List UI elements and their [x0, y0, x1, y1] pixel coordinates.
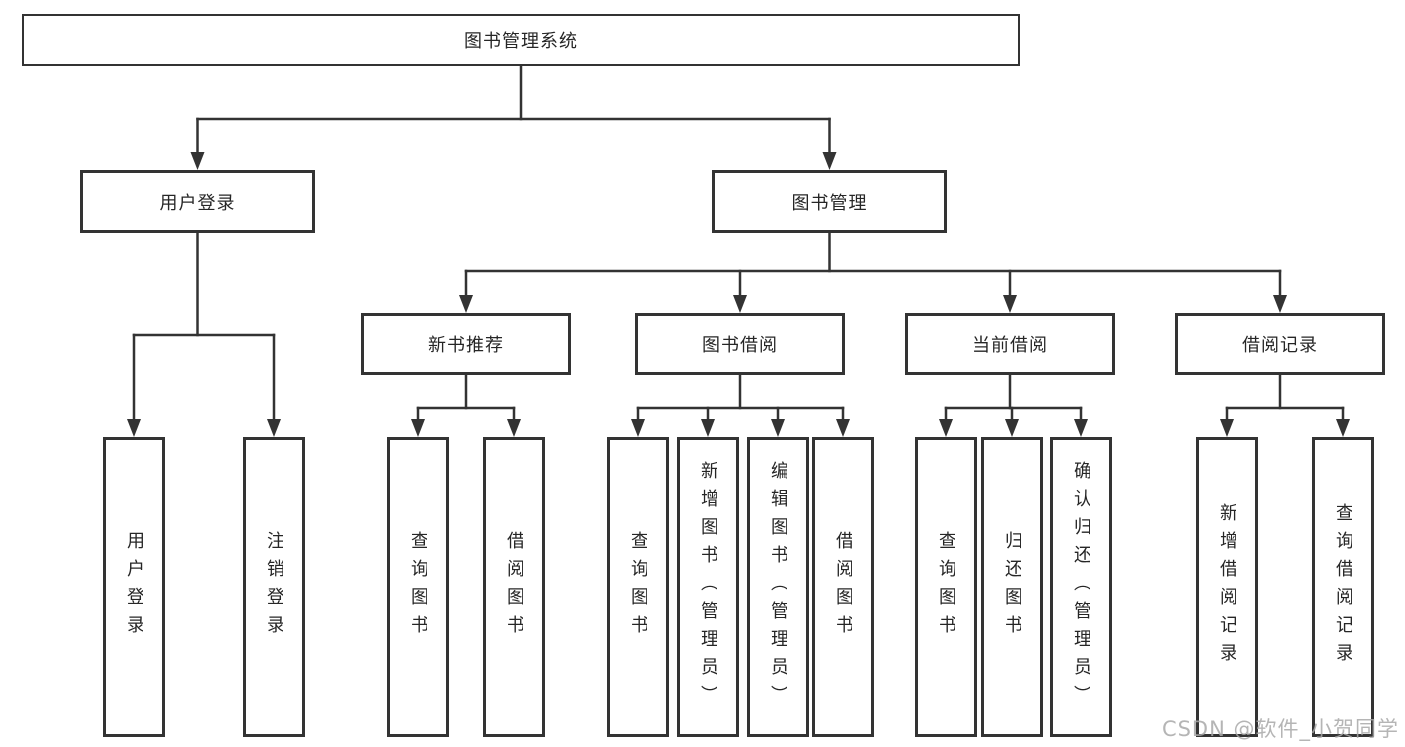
- connector-new-book-children: [411, 373, 521, 437]
- leaf-user-login: 用户登录: [103, 437, 165, 737]
- node-book-management: 图书管理: [712, 170, 947, 233]
- node-label: 图书管理: [791, 192, 868, 214]
- node-label: 图书管理系统: [464, 31, 578, 52]
- node-label: 图书借阅: [702, 335, 778, 356]
- node-label: 查询图书: [937, 531, 955, 643]
- connector-book-management-children: [459, 231, 1287, 313]
- node-label: 新增借阅记录: [1218, 503, 1236, 671]
- leaf-query-books-borrow: 查询图书: [607, 437, 669, 737]
- leaf-borrow-books: 借阅图书: [812, 437, 874, 737]
- leaf-query-books-current: 查询图书: [915, 437, 977, 737]
- node-book-borrow: 图书借阅: [635, 313, 845, 375]
- node-borrow-records: 借阅记录: [1175, 313, 1385, 375]
- node-current-borrow: 当前借阅: [905, 313, 1115, 375]
- leaf-query-borrow-record: 查询借阅记录: [1312, 437, 1374, 737]
- node-label: 查询借阅记录: [1334, 503, 1352, 671]
- node-label: 用户登录: [125, 531, 143, 643]
- node-new-book-recommend: 新书推荐: [361, 313, 571, 375]
- leaf-add-book-admin: 新增图书（管理员）: [677, 437, 739, 737]
- node-label: 当前借阅: [972, 335, 1048, 356]
- node-label: 借阅图书: [505, 531, 523, 643]
- node-label: 注销登录: [265, 531, 283, 643]
- node-label: 用户登录: [159, 192, 236, 214]
- node-label: 借阅记录: [1242, 335, 1318, 356]
- node-label: 借阅图书: [834, 531, 852, 643]
- node-label: 查询图书: [409, 531, 427, 643]
- node-user-login: 用户登录: [80, 170, 315, 233]
- leaf-add-borrow-record: 新增借阅记录: [1196, 437, 1258, 737]
- node-label: 确认归还（管理员）: [1072, 461, 1090, 713]
- leaf-query-books-recommend: 查询图书: [387, 437, 449, 737]
- node-library-management-system: 图书管理系统: [22, 14, 1020, 66]
- node-label: 查询图书: [629, 531, 647, 643]
- connector-book-borrow-children: [631, 373, 850, 437]
- node-label: 编辑图书（管理员）: [769, 461, 787, 713]
- connector-current-borrow-children: [939, 373, 1088, 437]
- leaf-borrow-books-recommend: 借阅图书: [483, 437, 545, 737]
- connector-user-login-children: [127, 231, 281, 437]
- node-label: 新增图书（管理员）: [699, 461, 717, 713]
- csdn-watermark: CSDN @软件_小贺同学: [1161, 717, 1399, 741]
- leaf-confirm-return-admin: 确认归还（管理员）: [1050, 437, 1112, 737]
- connector-borrow-records-children: [1220, 373, 1350, 437]
- connector-root-to-level2: [190, 64, 837, 170]
- leaf-edit-book-admin: 编辑图书（管理员）: [747, 437, 809, 737]
- leaf-logout: 注销登录: [243, 437, 305, 737]
- node-label: 新书推荐: [428, 335, 504, 356]
- leaf-return-books: 归还图书: [981, 437, 1043, 737]
- node-label: 归还图书: [1003, 531, 1021, 643]
